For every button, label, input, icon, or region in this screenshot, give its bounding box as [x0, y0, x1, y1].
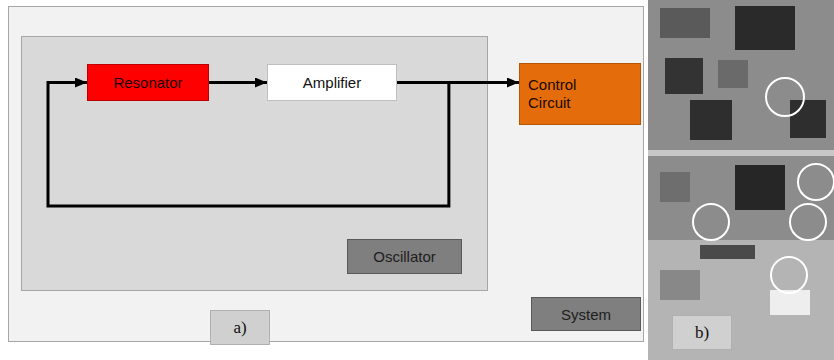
panel-label: a)	[210, 310, 270, 345]
chip	[718, 60, 748, 88]
board-lower	[648, 240, 834, 360]
highlight-circle	[790, 204, 826, 240]
box-label: Amplifier	[303, 74, 361, 92]
board	[648, 0, 834, 360]
chip	[700, 245, 755, 259]
box-label: Control Circuit	[528, 76, 618, 112]
system-box: Resonator AmplifierOscillator Control Circ…	[8, 6, 644, 342]
chip	[735, 165, 785, 210]
panel-label: b)	[672, 315, 732, 350]
group-title: System	[531, 297, 641, 331]
highlight-circle	[798, 164, 834, 200]
group-title: Oscillator	[347, 239, 462, 274]
highlight-circle	[771, 257, 807, 293]
pad-grid	[660, 172, 690, 202]
chip	[735, 6, 795, 50]
highlight-circle	[693, 204, 729, 240]
signal-arrow	[48, 83, 449, 207]
amplifier-box: Amplifier	[267, 64, 397, 101]
control-box: Control Circuit	[519, 63, 641, 125]
signal-arrow	[397, 81, 519, 84]
chip	[660, 8, 710, 38]
resonator-box: Resonator	[87, 64, 209, 101]
box-label: Resonator	[113, 74, 182, 92]
chip	[690, 100, 732, 140]
board-upper	[648, 0, 834, 240]
component	[660, 270, 700, 300]
chip	[665, 58, 703, 94]
signal-arrow	[209, 81, 267, 84]
chip	[790, 100, 826, 138]
shield-wall	[648, 150, 834, 156]
oscillator-box: Resonator AmplifierOscillator	[21, 36, 488, 291]
highlight-circle	[766, 78, 804, 116]
